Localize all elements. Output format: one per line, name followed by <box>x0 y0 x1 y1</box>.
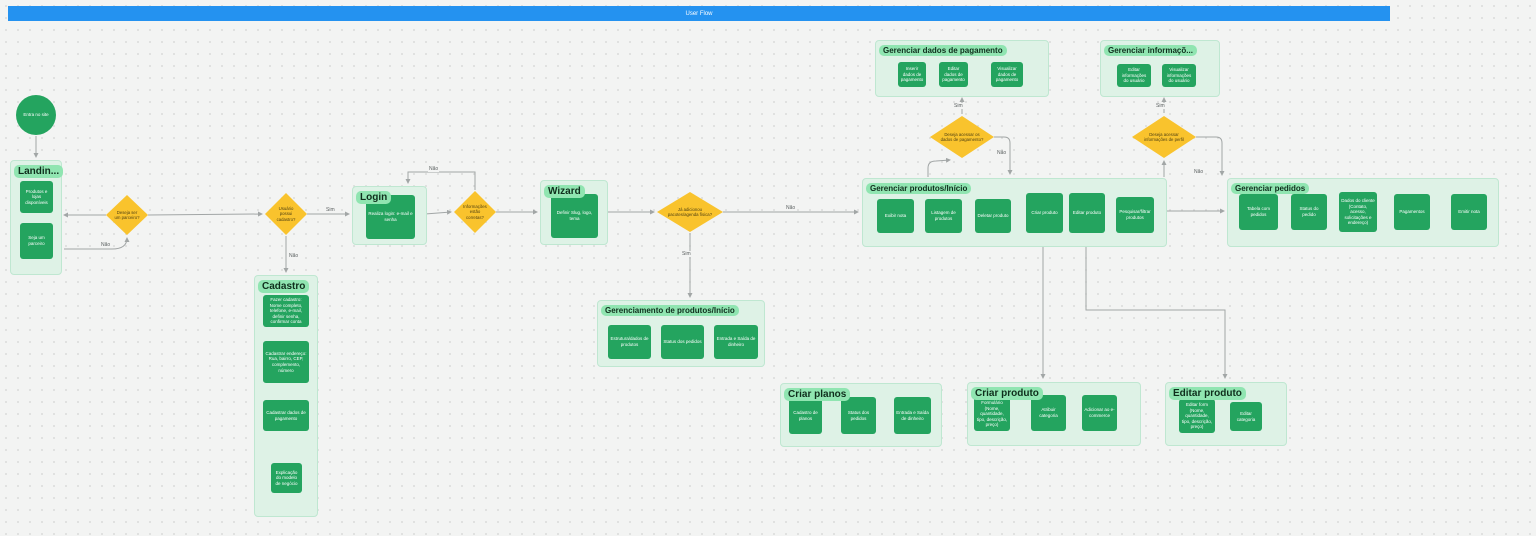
section-gerenciar-pagamento-title[interactable]: Gerenciar dados de pagamento <box>879 45 1007 56</box>
node-editar-form[interactable]: Editar form (Nome, quantidade, tipo, des… <box>1179 399 1215 433</box>
section-landing-title[interactable]: Landin... <box>14 165 64 178</box>
node-status-pedido[interactable]: Status do pedido <box>1291 194 1327 230</box>
node-editar-produto[interactable]: Editar produto <box>1069 193 1105 233</box>
node-deletar-produto[interactable]: Deletar produto <box>975 199 1011 233</box>
section-gerenciar-produtos-title[interactable]: Gerenciar produtos/Início <box>866 183 972 194</box>
start-node-label: Entra no site <box>23 112 49 118</box>
section-gerenciamento-produtos-title[interactable]: Gerenciamento de produtos/Início <box>601 305 739 316</box>
section-gerenciar-informacoes[interactable]: Gerenciar informaçõ... Editar informaçõe… <box>1100 40 1220 97</box>
connector-infodec-login-nao <box>405 171 476 190</box>
section-criar-planos-title[interactable]: Criar planos <box>784 388 851 401</box>
node-status-pedidos[interactable]: Status dos pedidos <box>661 325 704 359</box>
node-pagamentos[interactable]: Pagamentos <box>1394 194 1430 230</box>
section-login-title[interactable]: Login <box>356 191 392 204</box>
node-editar-dados-pagamento[interactable]: Editar dados de pagamento <box>939 62 968 87</box>
section-criar-produto[interactable]: Criar produto Formulário (Nome, quantida… <box>967 382 1141 446</box>
node-explicacao-modelo[interactable]: Explicação do modelo de negócio <box>271 463 302 493</box>
node-pesquisar-filtrar[interactable]: Pesquisar/filtrar produtos <box>1116 197 1154 233</box>
node-estrutura-produtos[interactable]: Estrutura/dados de produtos <box>608 325 651 359</box>
section-criar-produto-title[interactable]: Criar produto <box>971 387 1043 400</box>
node-emitir-nota[interactable]: Emitir nota <box>1451 194 1487 230</box>
decision-possui-cadastro[interactable]: Usuário possui cadastro? <box>265 193 307 235</box>
edge-label-nao-cadastro: Não <box>288 253 300 259</box>
node-editar-info-usuario[interactable]: Editar informações do usuário <box>1117 64 1151 87</box>
decision-dados-pagamento[interactable]: Deseja acessar os dados de pagamento? <box>930 116 994 158</box>
node-planos-status-pedidos[interactable]: Status dos pedidos <box>841 397 876 434</box>
connector-perfildec-pedidos-nao <box>1196 136 1225 176</box>
connector-pagamentodec-produtos-nao <box>994 136 1013 175</box>
decision-info-perfil-label: Deseja acessar informações de perfil <box>1144 131 1184 142</box>
node-visualizar-dados-pagamento[interactable]: Visualizar dados de pagamento <box>991 62 1023 87</box>
decision-parceiro-label: Deseja ser um parceiro? <box>114 209 140 220</box>
decision-pacotes-label: Já adicionou pacotes/agenda física? <box>667 206 713 217</box>
edge-label-sim-perfil: Sim <box>1155 103 1166 109</box>
start-node[interactable]: Entra no site <box>16 95 56 135</box>
section-gerenciar-pedidos[interactable]: Gerenciar pedidos Tabela com pedidos Sta… <box>1227 178 1499 247</box>
node-criar-produto[interactable]: Criar produto <box>1026 193 1063 233</box>
node-tabela-pedidos[interactable]: Tabela com pedidos <box>1239 194 1278 230</box>
section-wizard[interactable]: Wizard Definir Slug, logo, tema <box>540 180 608 245</box>
node-atribuir-categoria[interactable]: Atribuir categoria <box>1031 395 1066 431</box>
connector-landing-parceiro-nao <box>64 237 130 250</box>
edge-label-sim-login: Sim <box>325 207 336 213</box>
edge-label-sim-gerenciamento: Sim <box>681 251 692 257</box>
section-landing[interactable]: Landin... Produtos e lojas disponíveis S… <box>10 160 64 275</box>
edge-label-nao-perfil: Não <box>1193 169 1205 175</box>
edge-label-nao-gerenciar-produtos: Não <box>785 205 797 211</box>
node-entrada-saida[interactable]: Entrada e Saída de dinheiro <box>714 325 758 359</box>
node-definir-slug[interactable]: Definir Slug, logo, tema <box>551 194 598 238</box>
section-wizard-title[interactable]: Wizard <box>544 185 585 198</box>
node-formulario-produto[interactable]: Formulário (Nome, quantidade, tipo, desc… <box>974 397 1010 431</box>
connector-parceiro-cadastro-dec <box>147 211 263 217</box>
node-exibir-nota[interactable]: Exibir nota <box>877 199 914 233</box>
decision-info-perfil[interactable]: Deseja acessar informações de perfil <box>1132 116 1196 158</box>
connector-produtos-pagamentodec <box>927 157 951 177</box>
node-fazer-cadastro[interactable]: Fazer cadastro: Nome completo, telefone,… <box>263 295 309 327</box>
frame-title-bar[interactable]: User Flow <box>8 6 1390 21</box>
section-gerenciar-informacoes-title[interactable]: Gerenciar informaçõ... <box>1104 45 1197 56</box>
node-cadastrar-endereco[interactable]: Cadastrar endereço: Rua, bairro, CEP, co… <box>263 341 309 383</box>
decision-informacoes-corretas-label: Informações estão corretas? <box>463 203 487 220</box>
node-listagem-produtos[interactable]: Listagem de produtos <box>925 199 962 233</box>
section-cadastro[interactable]: Cadastro Fazer cadastro: Nome completo, … <box>254 275 318 517</box>
section-login[interactable]: Login Realiza login: e-mail e senha <box>352 186 427 245</box>
section-editar-produto[interactable]: Editar produto Editar form (Nome, quanti… <box>1165 382 1287 446</box>
edge-label-nao-login-loop: Não <box>428 166 440 172</box>
decision-pacotes[interactable]: Já adicionou pacotes/agenda física? <box>657 192 723 232</box>
node-cadastro-planos[interactable]: Cadastro de planos <box>789 397 822 434</box>
section-cadastro-title[interactable]: Cadastro <box>258 280 310 293</box>
connector-editarproduto-node-section <box>1085 232 1228 379</box>
section-gerenciar-produtos[interactable]: Gerenciar produtos/Início Exibir nota Li… <box>862 178 1167 247</box>
section-criar-planos[interactable]: Criar planos Cadastro de planos Status d… <box>780 383 942 447</box>
decision-possui-cadastro-label: Usuário possui cadastro? <box>276 205 296 222</box>
node-cadastrar-pagamento[interactable]: Cadastrar dados de pagamento <box>263 400 309 431</box>
edge-label-nao-pagamento: Não <box>996 150 1008 156</box>
edge-label-sim-pagamento: Sim <box>953 103 964 109</box>
node-dados-cliente[interactable]: Dados do cliente (Contato, acesso, solic… <box>1339 192 1377 232</box>
decision-informacoes-corretas[interactable]: Informações estão corretas? <box>454 191 496 233</box>
section-gerenciamento-produtos[interactable]: Gerenciamento de produtos/Início Estrutu… <box>597 300 765 367</box>
frame-title: User Flow <box>685 10 713 17</box>
section-editar-produto-title[interactable]: Editar produto <box>1169 387 1246 400</box>
node-editar-categoria[interactable]: Editar categoria <box>1230 402 1262 431</box>
decision-dados-pagamento-label: Deseja acessar os dados de pagamento? <box>940 131 984 142</box>
section-gerenciar-pedidos-title[interactable]: Gerenciar pedidos <box>1231 183 1310 194</box>
decision-parceiro[interactable]: Deseja ser um parceiro? <box>106 195 148 235</box>
edge-label-nao-parceiro: Não <box>100 242 112 248</box>
connector-login-infodec <box>424 209 452 215</box>
node-produtos-lojas[interactable]: Produtos e lojas disponíveis <box>20 181 53 213</box>
node-adicionar-ecommerce[interactable]: Adicionar ao e-commerce <box>1082 395 1117 431</box>
node-visualizar-info-usuario[interactable]: Visualizar informações do usuário <box>1162 64 1196 87</box>
node-inserir-dados-pagamento[interactable]: Inserir dados de pagamento <box>898 62 926 87</box>
section-gerenciar-pagamento[interactable]: Gerenciar dados de pagamento Inserir dad… <box>875 40 1049 97</box>
node-planos-entrada-saida[interactable]: Entrada e Saída de dinheiro <box>894 397 931 434</box>
node-seja-parceiro[interactable]: Seja um parceiro <box>20 223 53 259</box>
